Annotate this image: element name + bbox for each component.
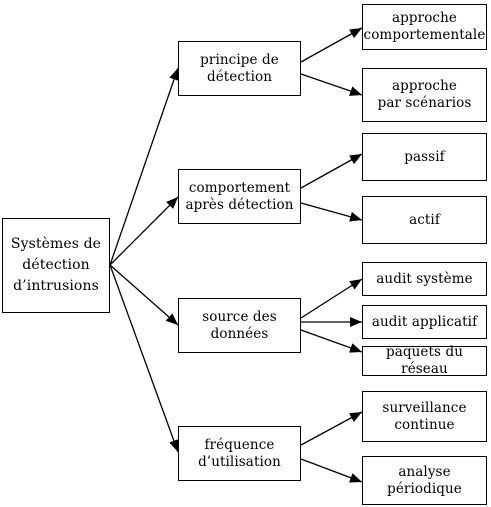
category-label: principe de détection <box>200 51 279 85</box>
leaf-label: actif <box>409 211 440 228</box>
arrow-frequence-to-surveillance <box>300 411 363 446</box>
arrow-source-to-paquets <box>300 329 363 353</box>
leaf-node-audit-applicatif: audit applicatif <box>362 305 487 339</box>
leaf-node-surveillance: surveillance continue <box>362 391 487 442</box>
arrow-root-to-principe <box>109 67 179 266</box>
leaf-node-passif: passif <box>362 133 487 181</box>
arrow-principe-to-comportementale <box>300 27 363 63</box>
arrow-principe-to-scenarios <box>300 73 363 96</box>
arrow-frequence-to-analyse <box>300 458 363 483</box>
arrow-root-to-comportement <box>109 196 179 266</box>
root-node: Systèmes de détection d’intrusions <box>2 218 110 313</box>
root-label: Systèmes de détection d’intrusions <box>10 236 102 294</box>
leaf-label: audit système <box>376 270 473 287</box>
leaf-label: approche comportementale <box>363 10 486 43</box>
arrow-source-to-audit-systeme <box>300 278 363 319</box>
leaf-node-paquets-reseau: paquets du réseau <box>362 344 487 377</box>
leaf-label: audit applicatif <box>371 313 478 330</box>
leaf-node-comportementale: approche comportementale <box>362 4 487 50</box>
category-label: comportement après détection <box>185 179 294 213</box>
category-node-comportement: comportement après détection <box>178 169 301 224</box>
leaf-label: passif <box>404 148 445 165</box>
category-node-source: source des données <box>178 298 301 353</box>
leaf-label: paquets du réseau <box>386 344 463 377</box>
leaf-label: surveillance continue <box>382 399 467 433</box>
category-node-frequence: fréquence d’utilisation <box>178 426 301 481</box>
arrow-root-to-source <box>109 264 179 326</box>
leaf-node-audit-systeme: audit système <box>362 262 487 296</box>
leaf-label: approche par scénarios <box>377 78 472 111</box>
arrow-comportement-to-passif <box>300 153 363 189</box>
arrow-root-to-frequence <box>109 264 179 453</box>
category-node-principe: principe de détection <box>178 41 301 96</box>
category-label: fréquence d’utilisation <box>198 436 281 470</box>
leaf-node-scenarios: approche par scénarios <box>362 68 487 122</box>
leaf-label: analyse périodique <box>387 463 462 497</box>
leaf-node-analyse: analyse périodique <box>362 456 487 505</box>
category-label: source des données <box>202 308 277 342</box>
arrow-comportement-to-actif <box>300 202 363 222</box>
leaf-node-actif: actif <box>362 196 487 244</box>
